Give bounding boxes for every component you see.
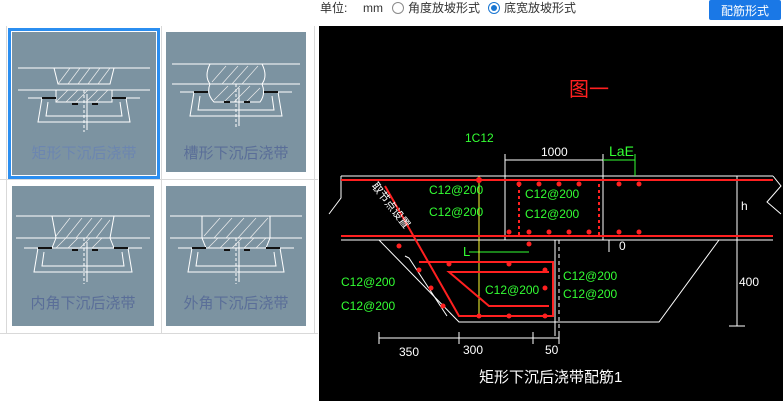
inner-corner-sink-thumbnail (16, 215, 150, 284)
width-slope-radio[interactable]: 底宽放坡形式 (488, 1, 576, 15)
label-c12-f: C12@200 (563, 269, 618, 283)
label-c12-b: C12@200 (525, 187, 580, 201)
grid-divider (0, 333, 318, 334)
rebar-detail-drawing: 图一 (328, 79, 782, 386)
tile-outer-corner-sink[interactable]: 外角下沉后浇带 (166, 186, 306, 326)
slab-outline (328, 175, 782, 336)
label-dim-350: 350 (399, 345, 419, 359)
outer-corner-sink-thumbnail (170, 215, 302, 284)
rebar-lines (341, 179, 773, 317)
lae-bracket (469, 154, 636, 253)
rectangular-sink-thumbnail (18, 67, 150, 132)
width-slope-label: 底宽放坡形式 (504, 1, 577, 15)
tile-trough-sink[interactable]: 槽形下沉后浇带 (166, 32, 306, 172)
tile-rectangular-sink[interactable]: 矩形下沉后浇带 (8, 28, 160, 179)
tile-label: 槽形下沉后浇带 (183, 145, 289, 162)
tile-inner-corner-sink[interactable]: 内角下沉后浇带 (12, 186, 154, 326)
label-dim-50: 50 (545, 343, 559, 357)
figure-title: 图一 (569, 79, 609, 101)
rebar-config-button[interactable]: 配筋形式 (709, 0, 781, 20)
grid-divider (0, 179, 318, 180)
rebar-drawing-canvas: 图一 (319, 26, 783, 401)
label-dim-1000: 1000 (541, 145, 568, 159)
label-c12-d: C12@200 (525, 207, 580, 221)
label-L: L (463, 244, 470, 259)
tile-label: 内角下沉后浇带 (30, 295, 136, 312)
label-node-note: 取节点设置 (369, 180, 413, 231)
tile-label: 外角下沉后浇带 (183, 295, 289, 312)
drawing-caption: 矩形下沉后浇带配筋1 (479, 369, 622, 386)
label-dim-400: 400 (739, 275, 759, 289)
toolbar: 单位: mm 角度放坡形式 底宽放坡形式 配筋形式 (0, 0, 783, 22)
trough-sink-thumbnail (172, 63, 300, 128)
angle-slope-radio[interactable]: 角度放坡形式 (392, 1, 480, 15)
unit-label: 单位: (320, 1, 348, 15)
label-c12-h: C12@200 (563, 287, 618, 301)
label-c12-a: C12@200 (429, 183, 484, 197)
radio-checked-icon (488, 2, 500, 14)
label-c12-e: C12@200 (341, 275, 396, 289)
label-c12-i: C12@200 (341, 299, 396, 313)
tile-label: 矩形下沉后浇带 (31, 145, 137, 162)
label-c12-g: C12@200 (485, 283, 540, 297)
dimension-lines (378, 154, 745, 344)
unit-value: mm (363, 1, 383, 15)
label-h: h (741, 199, 748, 213)
label-dim-300: 300 (463, 343, 483, 357)
angle-slope-label: 角度放坡形式 (408, 1, 481, 15)
rebar-dots (396, 177, 642, 319)
rebar-labels: 1C12 LaE C12@200 C12@200 C12@200 C12@200… (341, 131, 634, 313)
type-grid: 矩形下沉后浇带 (0, 26, 318, 401)
radio-unchecked-icon (392, 2, 404, 14)
label-c12-c: C12@200 (429, 205, 484, 219)
label-lae: LaE (609, 143, 634, 159)
label-zero: 0 (619, 239, 626, 253)
label-top-bar: 1C12 (465, 131, 494, 145)
